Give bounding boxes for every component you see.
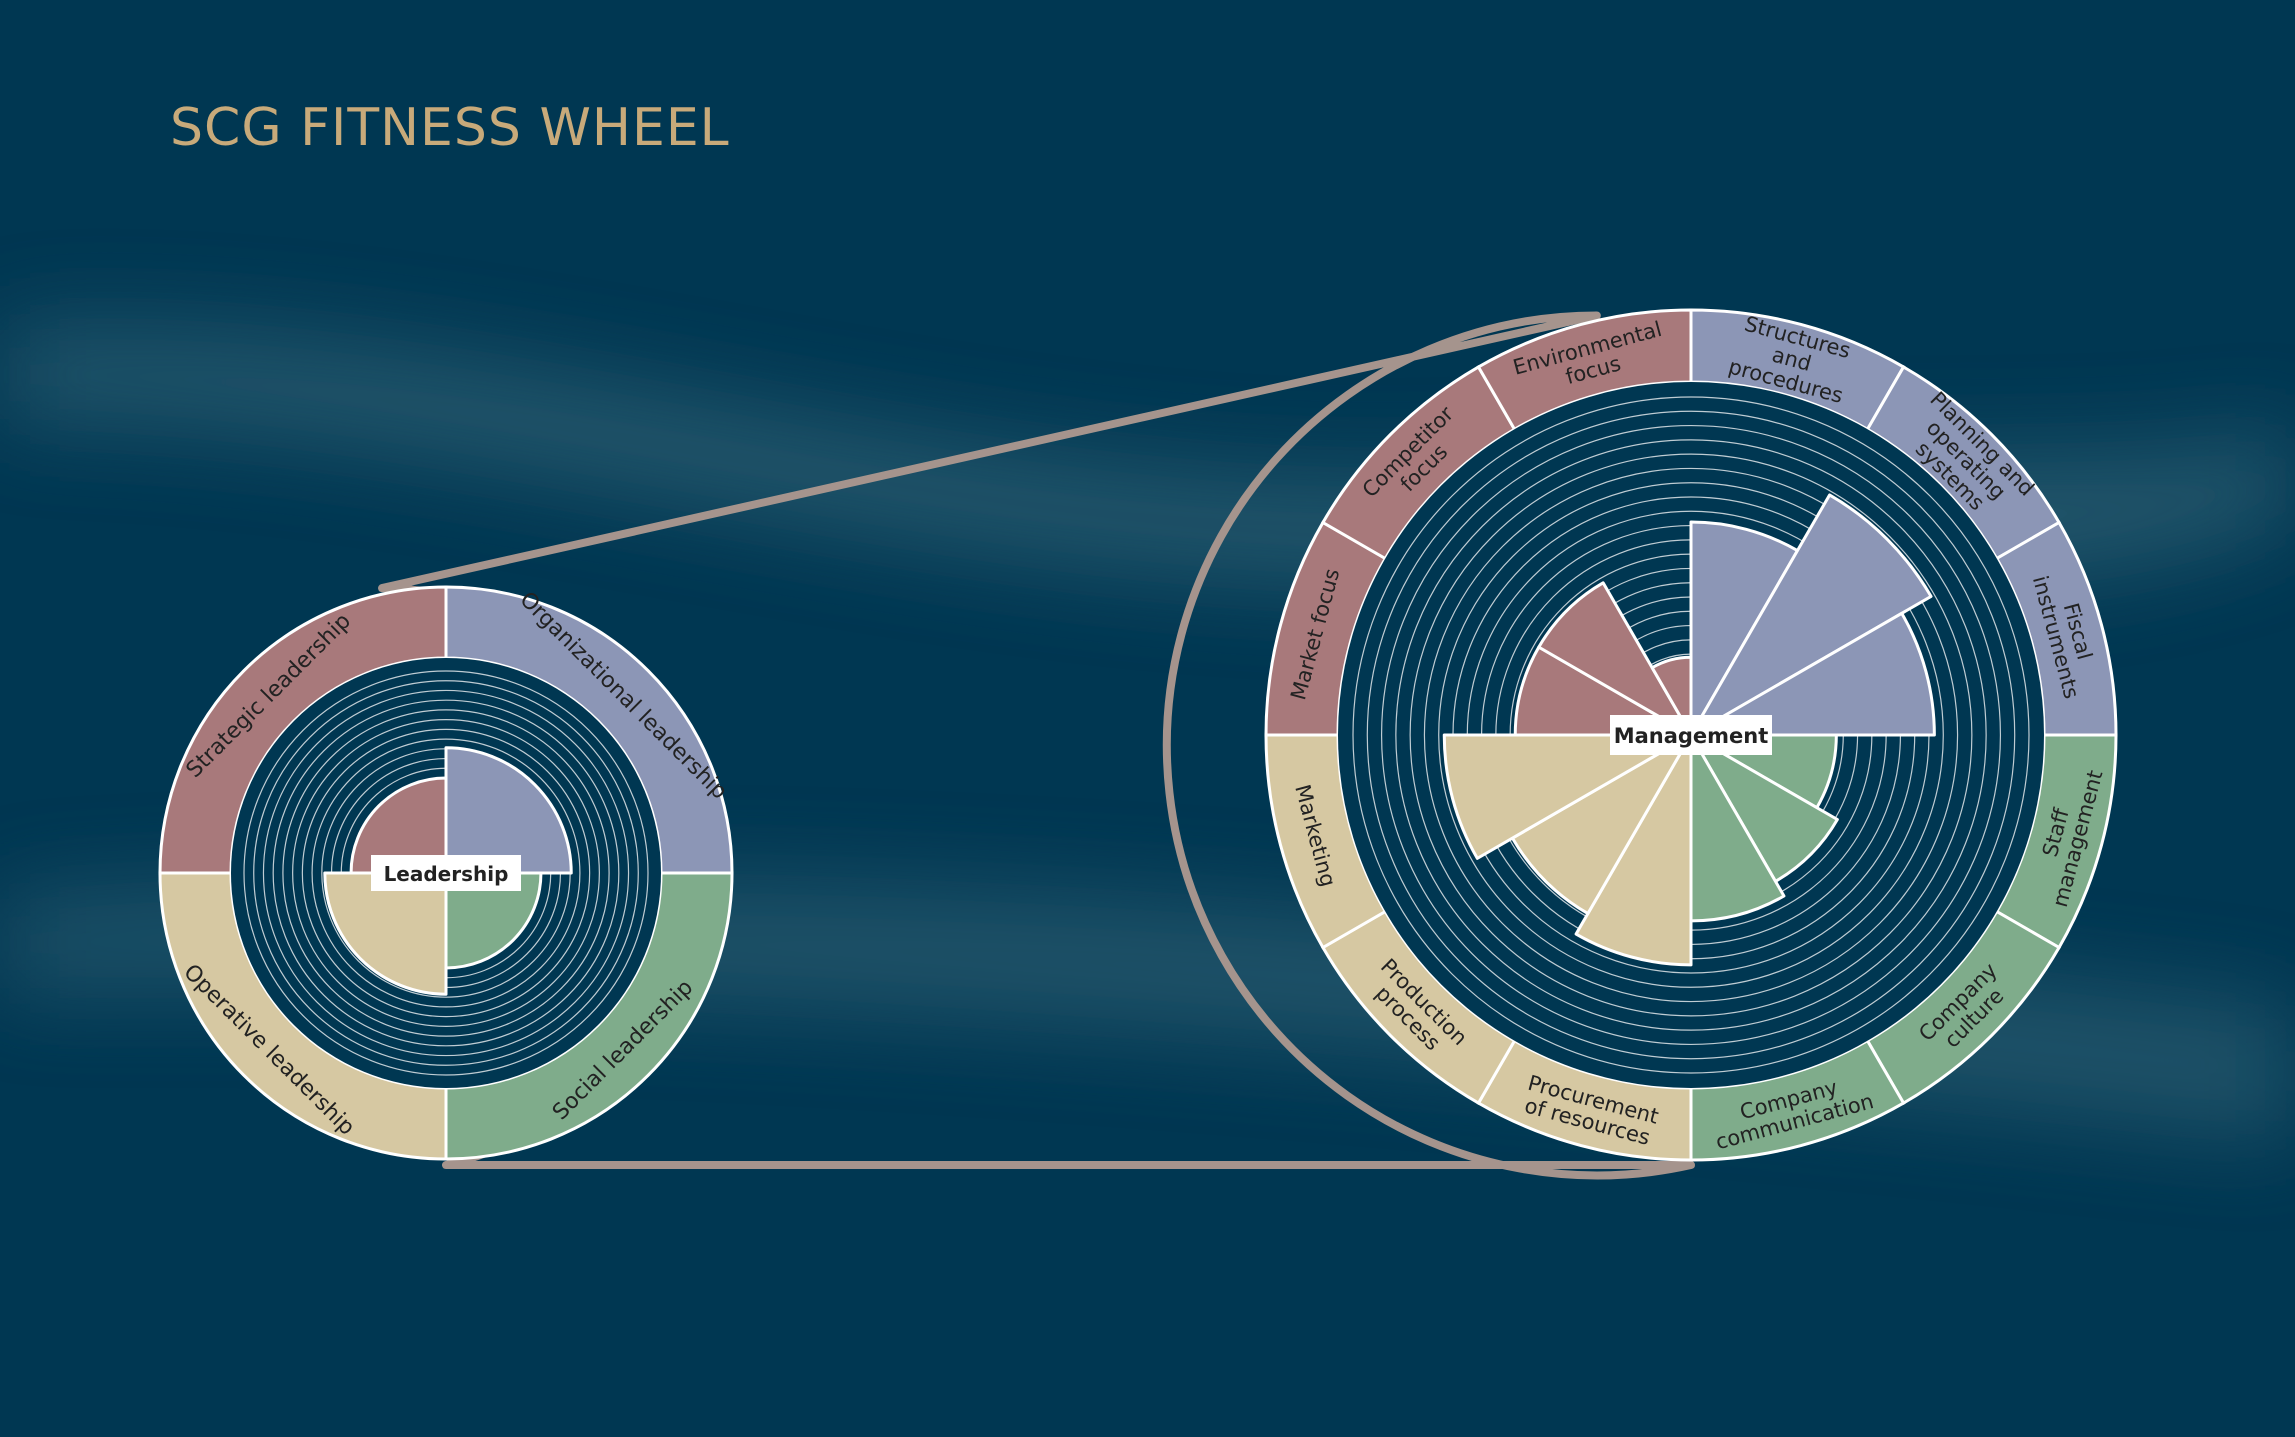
leadership-grid-ring [243,670,649,1076]
management-value-wedge-marketing [1442,733,1693,860]
management-value-wedge-competitor-focus [1537,581,1693,737]
management-value-wedge-market-focus [1513,645,1693,737]
leadership-value-wedge-social-leadership [444,871,543,970]
leadership-value-wedge-organizational-leadership [444,746,573,875]
management-value-wedge-planning-and-operating-systems [1689,493,1933,737]
leadership-grid-ring [301,728,591,1018]
management-value-wedge-procurement-of-resources [1574,733,1693,967]
management-value-wedge-production-process [1510,733,1693,916]
leadership-grid-ring [253,680,639,1066]
management-value-wedge-company-communication [1689,733,1786,923]
management-grid-ring [1409,453,1973,1017]
leadership-value-wedge-operative-leadership [323,871,448,996]
leadership-grid-ring [262,689,630,1057]
page-title: SCG FITNESS WHEEL [170,98,730,158]
management-grid-ring [1423,467,1959,1003]
management-value-wedge-structures-and-procedures [1689,520,1799,737]
leadership-grid-ring [282,709,610,1037]
management-grid-ring [1395,439,1987,1031]
management-value-wedge-fiscal-instruments [1689,611,1936,737]
management-center-label-box [1610,715,1772,755]
leadership-center-label-box [371,855,521,891]
management-grid-ring [1438,482,1944,988]
management-grid-ring [1366,410,2016,1060]
leadership-grid-ring [292,719,600,1027]
management-grid-ring [1352,396,2030,1074]
management-center-label: Management [1614,724,1769,748]
management-grid-ring [1380,424,2002,1046]
leadership-grid-ring [311,738,581,1008]
leadership-center-label: Leadership [384,862,509,886]
leadership-grid-ring [272,699,620,1047]
management-value-wedge-company-culture [1689,733,1839,883]
leadership-value-wedge-strategic-leadership [349,776,448,875]
